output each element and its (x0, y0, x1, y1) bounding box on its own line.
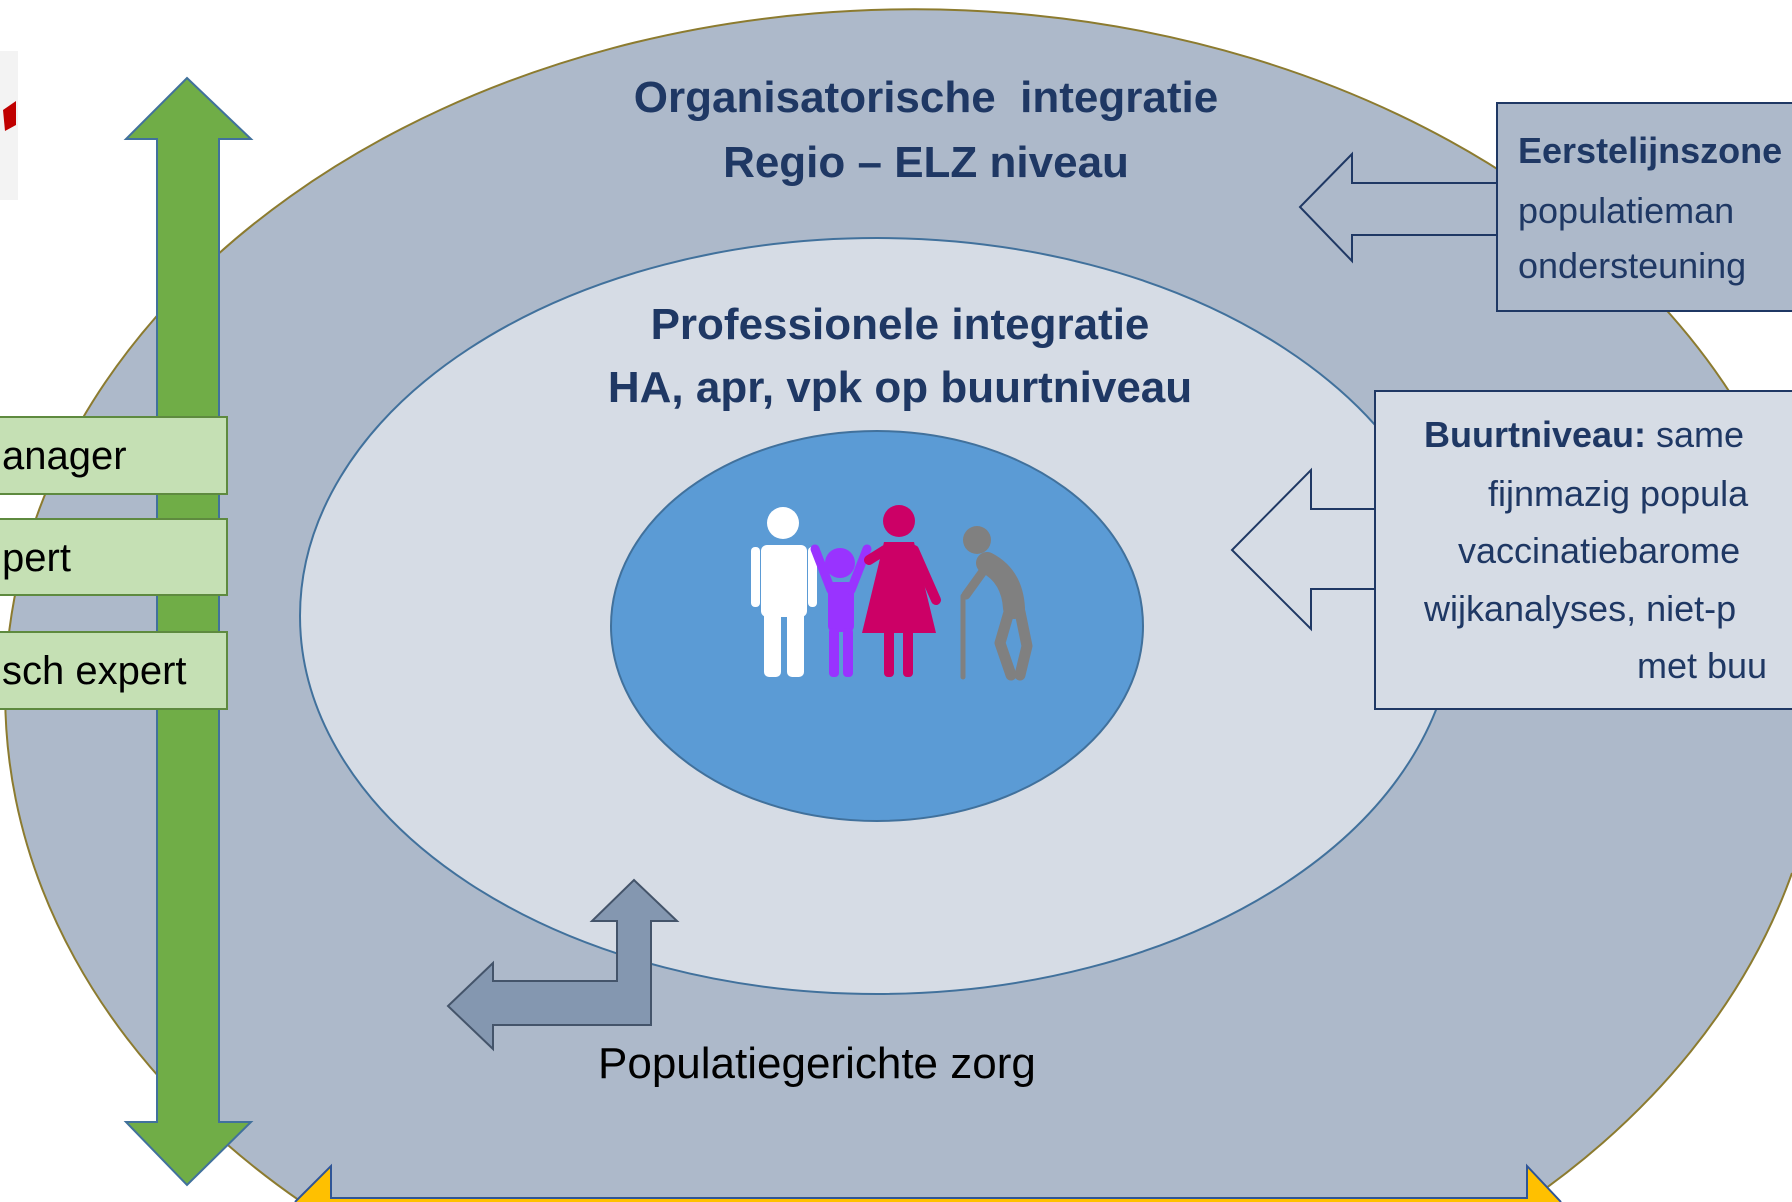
child-figure-icon (810, 544, 872, 677)
zone-box: Eerstelijnszone populatieman ondersteuni… (1496, 102, 1792, 312)
elderly-figure-icon (960, 526, 1033, 681)
neighbourhood-box-heading-line: Buurtniveau:same (1424, 414, 1744, 455)
neighbourhood-box-line-4: met buu (1637, 645, 1767, 686)
neighbourhood-arrow-icon (1230, 467, 1376, 632)
neighbourhood-box-line-3: wijkanalyses, niet-p (1423, 588, 1736, 629)
neighbourhood-box-line-1: fijnmazig popula (1488, 473, 1749, 514)
zone-box-line-1: populatieman (1518, 190, 1734, 231)
population-care-label: Populatiegerichte zorg (598, 1039, 1036, 1088)
family-figures-icon (751, 505, 1033, 681)
organizational-title: Organisatorische integratie (634, 73, 1218, 122)
neighbourhood-box-line-2: vaccinatiebarome (1458, 530, 1740, 571)
role-box-3-label: sch expert (2, 649, 187, 693)
neighbourhood-box-heading-rest: same (1656, 414, 1744, 455)
role-box-2-label: pert (2, 536, 71, 580)
bottom-double-arrow-icon (294, 1163, 1562, 1202)
zone-box-line-2: ondersteuning (1518, 245, 1746, 286)
zone-arrow-icon (1298, 151, 1498, 264)
role-box-2: pert (0, 518, 228, 596)
professional-subtitle: HA, apr, vpk op buurtniveau (608, 363, 1192, 412)
logo-fragment (0, 51, 18, 200)
role-box-1: anager (0, 416, 228, 495)
neighbourhood-box-heading: Buurtniveau: (1424, 414, 1646, 455)
neighbourhood-box: Buurtniveau:same fijnmazig popula vaccin… (1374, 390, 1792, 710)
man-figure-icon (751, 507, 817, 677)
professional-title: Professionele integratie (651, 300, 1150, 349)
woman-figure-icon (862, 505, 941, 677)
bent-arrow-icon (446, 878, 680, 1052)
role-box-1-label: anager (2, 434, 127, 478)
role-box-3: sch expert (0, 631, 228, 710)
zone-box-heading: Eerstelijnszone (1518, 130, 1782, 171)
organizational-subtitle: Regio – ELZ niveau (723, 138, 1129, 187)
